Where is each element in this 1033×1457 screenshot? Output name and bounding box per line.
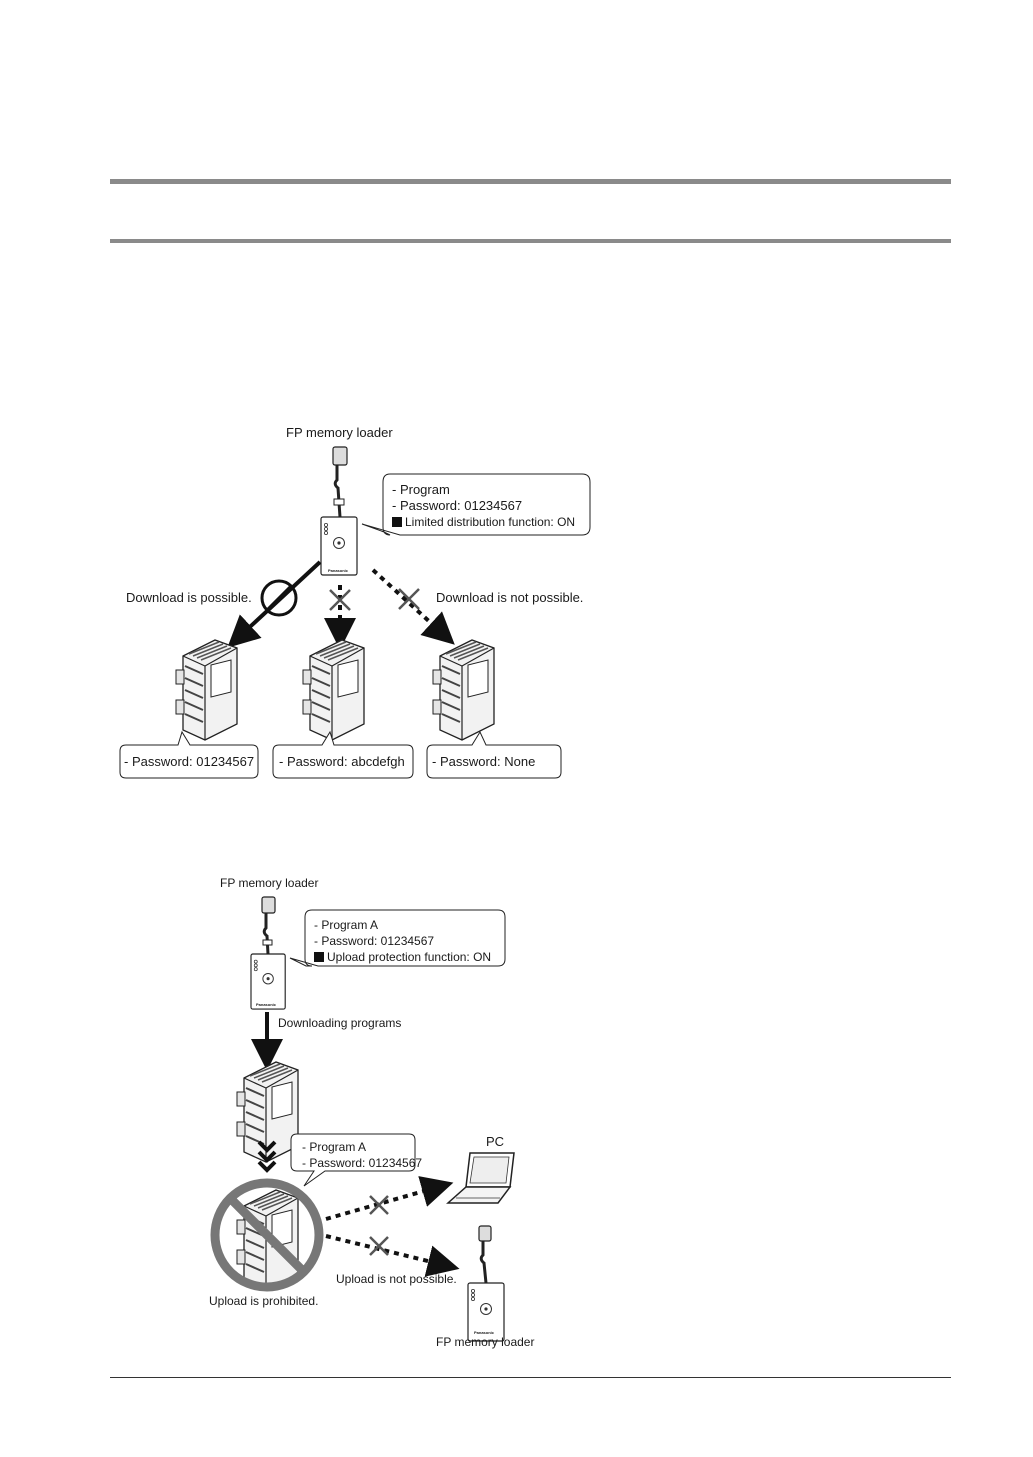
- fig2-loader-cable: [261, 896, 276, 955]
- fig2-loader-title: FP memory loader: [220, 876, 319, 890]
- fig1-download-possible-label: Download is possible.: [126, 590, 252, 605]
- fig2-downloading-label: Downloading programs: [278, 1016, 402, 1030]
- fig1-loader-title: FP memory loader: [286, 425, 393, 440]
- fig1-cross-icon-middle: [329, 589, 351, 611]
- fig2-pc-label: PC: [486, 1134, 505, 1149]
- header-rule-top: [110, 179, 951, 184]
- fig1-callout-line-2: - Password: 01234567: [392, 498, 523, 513]
- fig1-callout-text: - Program - Password: 01234567 Limited d…: [392, 482, 575, 530]
- fig2-callout-bubble: [289, 909, 506, 967]
- fig2-plc-callout-line-1: - Program A: [302, 1140, 367, 1154]
- fig1-password-label-1: - Password: 01234567: [124, 754, 255, 769]
- fig2-callout-text: - Program A - Password: 01234567 Upload …: [314, 917, 491, 965]
- fig1-callout-line-1: - Program: [392, 482, 450, 497]
- header-rule-bottom: [110, 239, 951, 243]
- fig2-bottom-loader-title: FP memory loader: [436, 1335, 535, 1349]
- fig1-password-bubble-2: [272, 730, 414, 779]
- fig2-callout-line-1: - Program A: [314, 918, 379, 932]
- fig1-prohibited-circle-icon: [260, 579, 298, 617]
- fig1-plc-unit-3: [432, 639, 495, 741]
- fig1-callout-bubble: [361, 473, 591, 536]
- fig2-laptop-icon: [446, 1152, 515, 1204]
- fig2-plc-callout-bubble: [290, 1133, 416, 1187]
- fig1-plc-unit-1: [175, 639, 238, 741]
- fig2-plc-callout-line-2: - Password: 01234567: [302, 1156, 423, 1170]
- fig2-chevron-down-icon: [257, 1140, 277, 1173]
- fig1-loader-brand: Panasonic: [328, 568, 349, 573]
- fig2-upload-not-possible-label: Upload is not possible.: [336, 1272, 457, 1286]
- fig1-download-not-possible-label: Download is not possible.: [436, 590, 584, 605]
- fig1-password-label-2: - Password: abcdefgh: [279, 754, 405, 769]
- fig2-loader-brand: Panasonic: [256, 1002, 277, 1007]
- fig2-cross-icon-loader: [369, 1236, 389, 1256]
- fig1-password-label-3: - Password: None: [432, 754, 536, 769]
- fig2-callout-line-3: Upload protection function: ON: [314, 949, 491, 965]
- fig2-plc-callout-text: - Program A - Password: 01234567: [302, 1139, 422, 1171]
- fig1-arrow-not-possible: [371, 568, 455, 645]
- footer-rule: [110, 1377, 951, 1378]
- fig1-callout-line-3: Limited distribution function: ON: [392, 514, 575, 530]
- fig2-bottom-loader-brand: Panasonic: [474, 1330, 495, 1335]
- fig2-bullet-square-icon: [314, 952, 324, 962]
- fig2-cross-icon-pc: [369, 1195, 389, 1215]
- fig2-callout-line-3-text: Upload protection function: ON: [327, 950, 492, 964]
- fig1-password-bubble-1: [119, 730, 259, 779]
- fig1-plc-unit-2: [302, 639, 365, 741]
- fig1-loader-cable: [332, 446, 348, 518]
- fig1-memory-loader-device: [320, 516, 358, 576]
- fig1-password-bubble-3: [426, 730, 562, 779]
- fig2-callout-line-2: - Password: 01234567: [314, 934, 435, 948]
- fig1-callout-line-3-text: Limited distribution function: ON: [405, 515, 576, 529]
- fig1-cross-icon-right: [398, 588, 420, 610]
- fig1-bullet-square-icon: [392, 517, 402, 527]
- fig2-upload-prohibited-label: Upload is prohibited.: [209, 1294, 319, 1308]
- fig2-bottom-loader-cable: [478, 1225, 492, 1284]
- fig2-prohibited-circle-icon: [210, 1178, 324, 1292]
- fig2-memory-loader-device: [250, 953, 286, 1010]
